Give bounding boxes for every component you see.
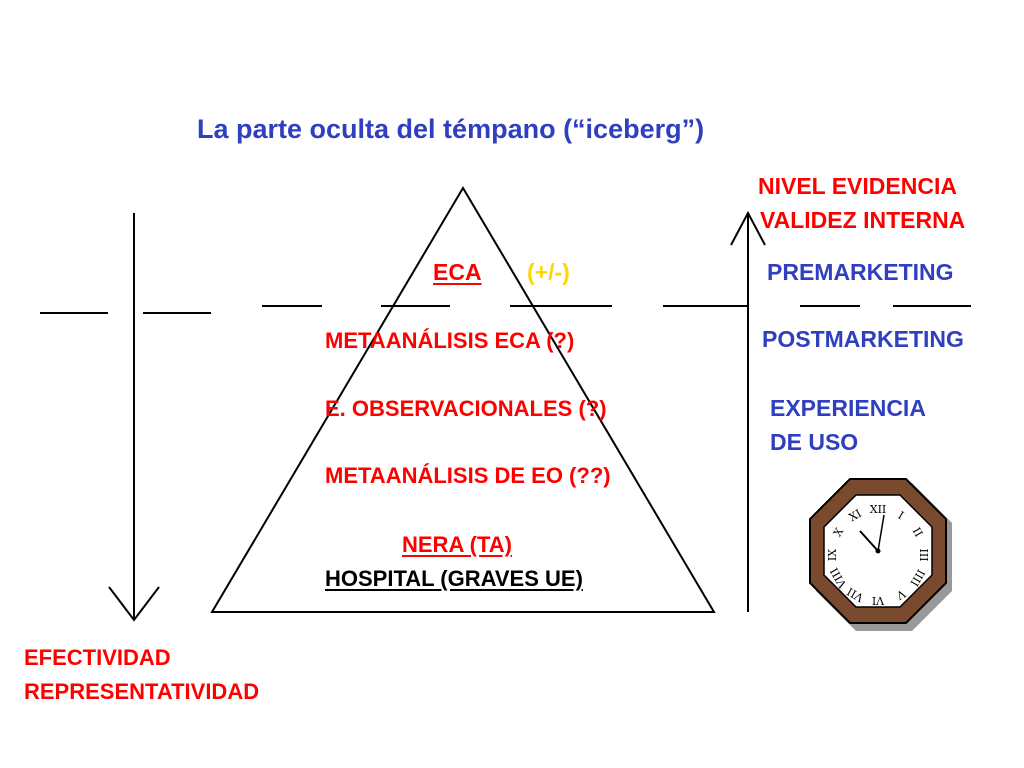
- clock-numeral: III: [917, 548, 930, 561]
- clock-numeral: I: [896, 509, 906, 522]
- left-axis-label-line1: EFECTIVIDAD: [24, 645, 171, 670]
- clock-minute-hand: [877, 514, 885, 552]
- clock-numeral: IX: [826, 549, 839, 561]
- clock-hour-hand: [859, 530, 879, 552]
- right-axis-label-line1: NIVEL EVIDENCIA: [758, 173, 957, 199]
- page-title: La parte oculta del témpano (“iceberg”): [197, 114, 705, 144]
- clock-numeral: XII: [870, 503, 887, 516]
- right-up-arrow: [730, 210, 766, 612]
- right-axis-label-line2: VALIDEZ INTERNA: [760, 207, 966, 233]
- clock-numeral: XI: [847, 507, 864, 524]
- left-axis-label-line2: REPRESENTATIVIDAD: [24, 679, 260, 704]
- waterline: [40, 305, 971, 314]
- pyramid-top-qualifier: (+/-): [527, 259, 570, 285]
- pyramid-level-2: E. OBSERVACIONALES (?): [325, 396, 607, 421]
- pyramid-triangle: [210, 186, 716, 613]
- pyramid-level-5: HOSPITAL (GRAVES UE): [325, 566, 583, 591]
- pyramid-level-4: NERA (TA): [402, 532, 512, 557]
- phase-experiencia-line1: EXPERIENCIA: [770, 395, 926, 421]
- phase-postmarketing: POSTMARKETING: [762, 326, 964, 352]
- clock-numeral: VI: [872, 594, 885, 607]
- phase-experiencia-line2: DE USO: [770, 429, 859, 455]
- phase-premarketing: PREMARKETING: [767, 259, 954, 285]
- pyramid-level-3: METAANÁLISIS DE EO (??): [325, 463, 611, 488]
- left-down-arrow: [108, 213, 160, 622]
- pyramid-top-label: ECA: [433, 259, 482, 285]
- pyramid-level-1: METAANÁLISIS ECA (?): [325, 328, 575, 353]
